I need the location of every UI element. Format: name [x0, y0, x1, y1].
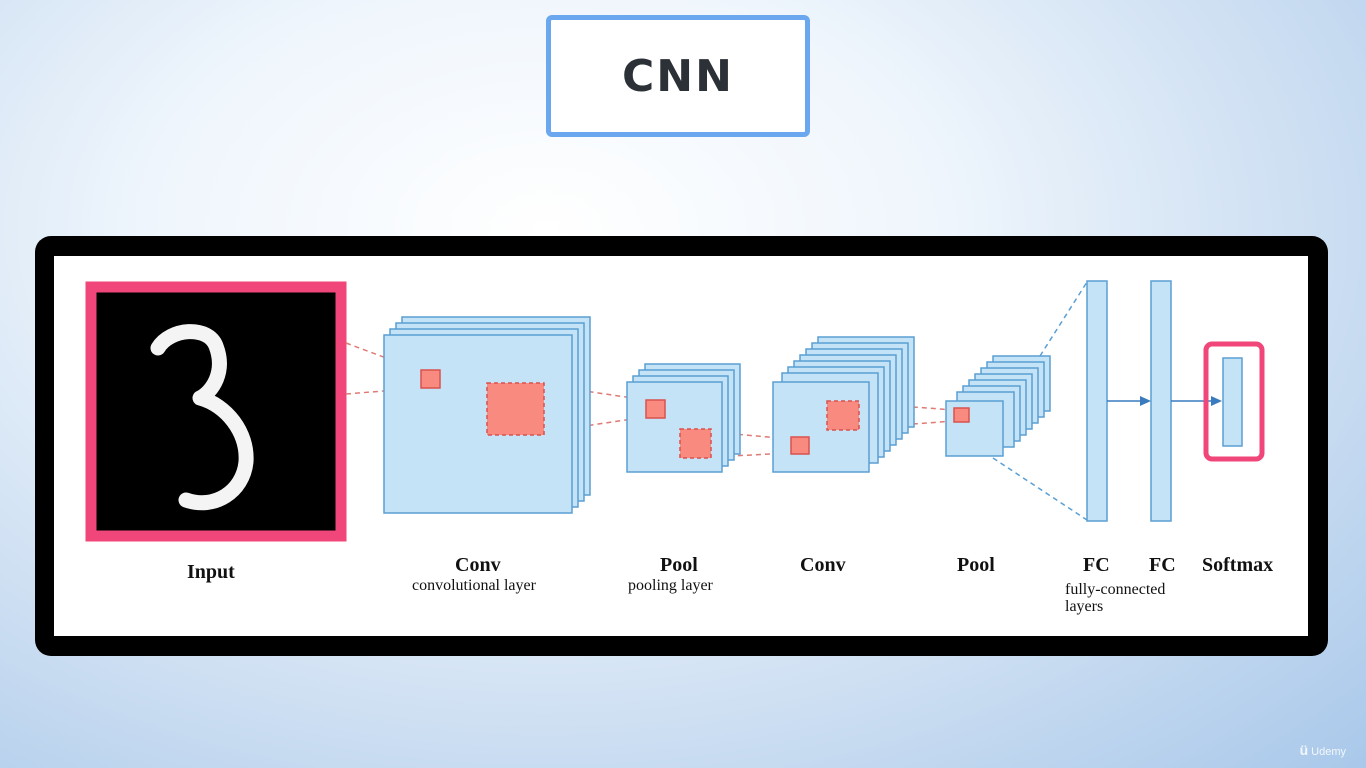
- kernel-pool1-large: [679, 428, 712, 459]
- label-fc1: FC: [1083, 554, 1110, 576]
- label-input: Input: [187, 561, 235, 583]
- label-pool1-sub: pooling layer: [628, 577, 713, 594]
- kernel-conv1-small: [420, 369, 441, 389]
- label-pool1: Pool: [660, 554, 698, 576]
- kernel-pool1-small: [645, 399, 666, 419]
- label-fc-sub-line2: layers: [1065, 598, 1104, 615]
- input-image: [85, 281, 347, 542]
- label-conv1-sub: convolutional layer: [412, 577, 536, 594]
- conv2-layer: [772, 336, 915, 473]
- label-fc2: FC: [1149, 554, 1176, 576]
- kernel-conv2-large: [826, 400, 860, 431]
- softmax-highlight: [1203, 341, 1265, 462]
- page-title: CNN: [622, 50, 734, 102]
- fc1-layer: [1086, 280, 1108, 522]
- digit-three-stroke: [150, 324, 254, 511]
- kernel-pool2-small: [953, 407, 970, 423]
- softmax-layer: [1222, 357, 1243, 447]
- title-box: CNN: [546, 15, 810, 137]
- kernel-conv2-small: [790, 436, 810, 455]
- pool2-layer: [945, 355, 1051, 457]
- kernels: [420, 369, 970, 459]
- fc-connection-lines: [992, 281, 1088, 521]
- label-conv2: Conv: [800, 554, 846, 576]
- udemy-logo-icon: ü: [1299, 742, 1309, 758]
- label-fc-sub-line1: fully-connected: [1065, 581, 1166, 598]
- fc-arrows: [1107, 396, 1222, 406]
- label-conv1: Conv: [455, 554, 501, 576]
- fc2-layer: [1150, 280, 1172, 522]
- kernel-conv1-large: [486, 382, 545, 436]
- label-softmax: Softmax: [1202, 554, 1274, 576]
- label-pool2: Pool: [957, 554, 995, 576]
